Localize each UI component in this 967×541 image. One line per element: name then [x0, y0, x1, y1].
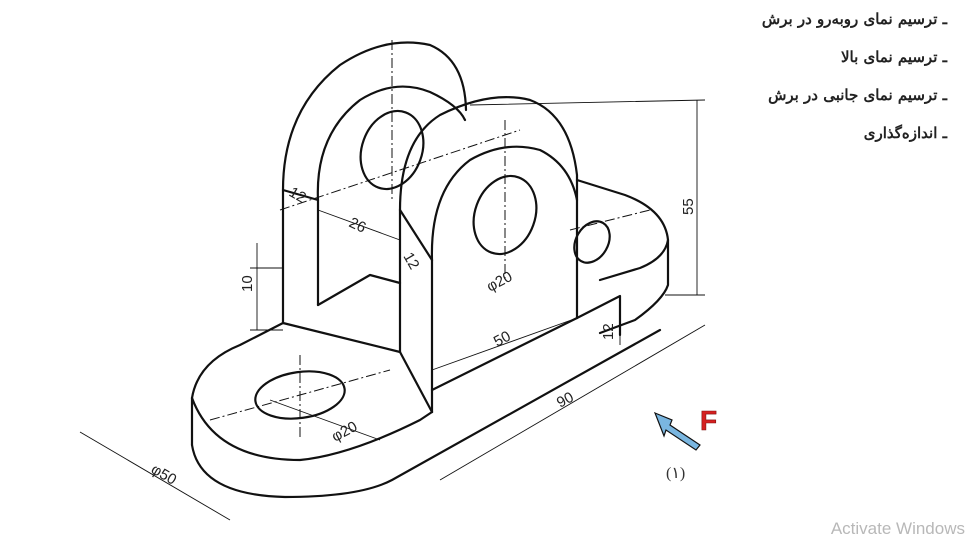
dim-line-phi50 [79, 431, 231, 521]
dim-50: 50 [491, 328, 514, 351]
base-right-hole [573, 220, 611, 264]
base-top-edge [190, 321, 285, 400]
left-upright-hole [359, 109, 425, 191]
dim-90: 90 [554, 389, 577, 412]
instruction-item: اندازه‌گذاری [762, 124, 947, 143]
right-upright-bottom [398, 350, 434, 414]
dim-line-90 [439, 324, 706, 481]
gap-floor [316, 273, 402, 307]
dim-12-left: 12 [286, 184, 309, 207]
centerline-right-end [569, 209, 651, 231]
centerline-holes [279, 129, 521, 211]
dim-ext-10 [250, 267, 283, 331]
dim-12-step: 12 [600, 323, 617, 340]
view-arrow-label: F [700, 405, 717, 436]
left-upright-outer [281, 41, 468, 325]
dim-phi50: φ50 [148, 461, 179, 489]
dim-line-phi20-base [269, 399, 381, 441]
base-hole [254, 370, 346, 420]
dim-line-50 [431, 317, 578, 371]
left-upright-bottom [281, 321, 402, 354]
dim-12-right: 12 [400, 250, 423, 273]
right-upright-back [430, 145, 579, 414]
right-upright-hole [472, 174, 538, 256]
dim-ext-55 [469, 99, 706, 296]
activate-windows-watermark: Activate Windows [830, 519, 965, 538]
instruction-item: ترسیم نمای جانبی در برش [762, 86, 947, 105]
base-front-top-edge [190, 396, 434, 462]
base-right-end-top [575, 178, 670, 282]
dim-55: 55 [680, 198, 697, 215]
figure-number: (۱) [666, 465, 685, 482]
view-direction-arrow: F [653, 405, 717, 451]
dim-phi20-upright: φ20 [484, 268, 515, 295]
base-rounded-front [190, 328, 662, 499]
dim-phi20-base: φ20 [329, 418, 360, 445]
left-upright-inner [316, 85, 467, 307]
dim-line-26 [317, 209, 401, 241]
right-upright-base-line [430, 316, 579, 392]
instruction-list: ترسیم نمای روبه‌رو در برش ترسیم نمای بال… [762, 10, 947, 162]
left-upright-front-edge [281, 188, 320, 202]
instruction-item: ترسیم نمای بالا [762, 48, 947, 67]
base-right-end-side [598, 238, 670, 335]
right-upright-outer [398, 96, 579, 354]
right-upright-front-edge [398, 208, 434, 262]
dim-10: 10 [239, 275, 256, 292]
instruction-item: ترسیم نمای روبه‌رو در برش [762, 10, 947, 29]
dim-26: 26 [346, 214, 368, 236]
